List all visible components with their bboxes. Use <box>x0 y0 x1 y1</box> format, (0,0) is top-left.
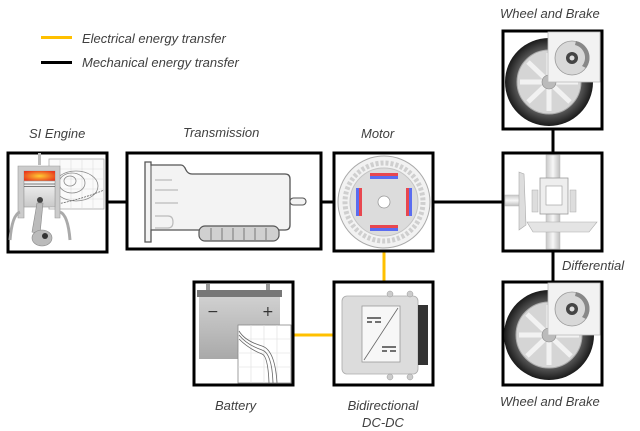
electric-motor-icon <box>337 155 431 249</box>
dc-dc-converter-icon <box>341 290 428 381</box>
legend-electrical-label: Electrical energy transfer <box>82 31 226 46</box>
wheel-bottom-block[interactable] <box>501 280 604 387</box>
differential-gear-icon <box>504 154 598 250</box>
engine-piston-icon <box>8 153 105 247</box>
engine-block[interactable] <box>6 151 109 254</box>
wheel-brake-icon <box>505 31 601 126</box>
dcdc-label-line1: Bidirectional <box>347 398 419 413</box>
battery-icon: − + <box>197 284 292 384</box>
wheel-top-block[interactable] <box>501 29 604 131</box>
battery-label: Battery <box>215 398 257 413</box>
transmission-block[interactable] <box>125 151 323 251</box>
wheel-bottom-label: Wheel and Brake <box>500 394 600 409</box>
differential-block[interactable] <box>501 151 604 253</box>
battery-block[interactable]: − + <box>192 280 295 387</box>
legend-mechanical-label: Mechanical energy transfer <box>82 55 239 70</box>
legend-mechanical-swatch <box>41 61 72 64</box>
motor-label: Motor <box>361 126 395 141</box>
transmission-label: Transmission <box>183 125 260 140</box>
battery-negative-sign: − <box>207 304 219 320</box>
dcdc-block[interactable] <box>332 280 435 387</box>
wheel-top-label: Wheel and Brake <box>500 6 600 21</box>
battery-positive-sign: + <box>262 304 274 320</box>
transmission-icon <box>144 161 307 243</box>
dcdc-label-line2: DC-DC <box>362 415 404 430</box>
wheel-brake-icon <box>504 282 601 380</box>
motor-block[interactable] <box>332 151 435 253</box>
engine-label: SI Engine <box>29 126 86 141</box>
differential-label: Differential <box>562 258 625 273</box>
legend-electrical-swatch <box>41 36 72 39</box>
